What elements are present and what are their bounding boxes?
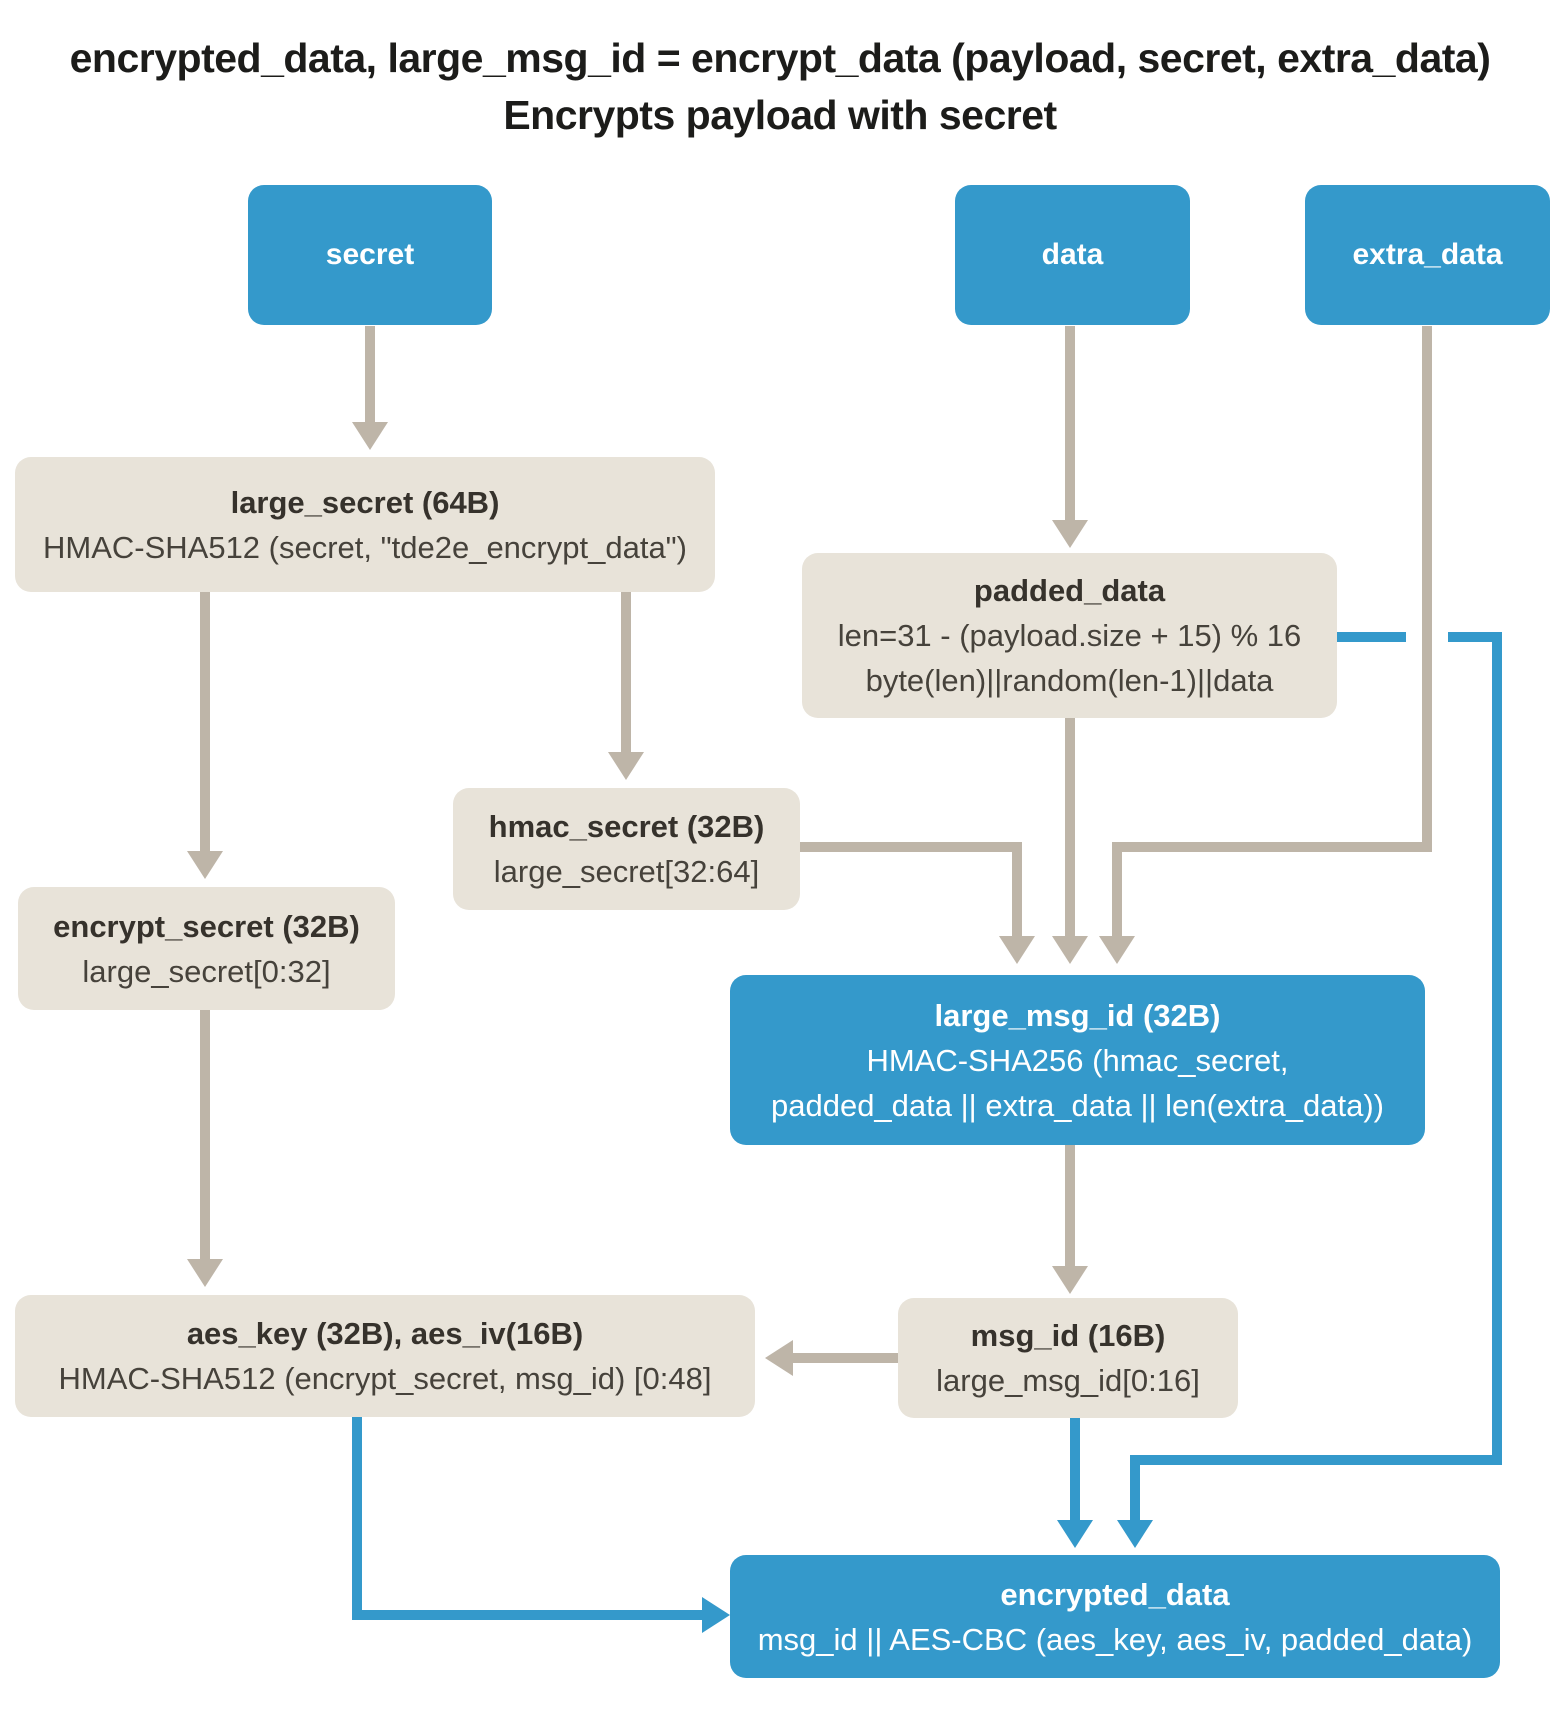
node-encrypted-data-title: encrypted_data [1000, 1576, 1230, 1612]
connector-msg-id-to-encrypted-data-head [1057, 1520, 1093, 1548]
arrow-msg-id-to-aes-key-head [765, 1340, 793, 1376]
arrow-large-secret-to-encrypt-secret-line [200, 592, 210, 853]
node-large-secret: large_secret (64B) HMAC-SHA512 (secret, … [15, 457, 715, 592]
arrow-msg-id-to-aes-key-line [791, 1353, 898, 1363]
node-msg-id-title: msg_id (16B) [970, 1318, 1166, 1353]
arrow-extra-data-head [1099, 936, 1135, 964]
node-extra-data-label: extra_data [1352, 238, 1503, 271]
node-large-msg-id-title: large_msg_id (32B) [934, 997, 1221, 1033]
connector-padded-data-head [1117, 1520, 1153, 1548]
arrow-padded-data-to-large-msg-id-line [1065, 718, 1075, 938]
connector-aes-key-down [352, 1417, 362, 1620]
node-large-secret-title: large_secret (64B) [230, 484, 500, 520]
node-hmac-secret-body: large_secret[32:64] [493, 854, 760, 889]
arrow-hmac-secret-horizontal [800, 842, 1022, 852]
connector-aes-key-horizontal [352, 1610, 704, 1620]
title-line-1: encrypted_data, large_msg_id = encrypt_d… [69, 35, 1491, 81]
node-msg-id: msg_id (16B) large_msg_id[0:16] [898, 1298, 1238, 1418]
node-msg-id-body: large_msg_id[0:16] [936, 1363, 1200, 1398]
node-padded-data-body1: len=31 - (payload.size + 15) % 16 [837, 618, 1302, 653]
node-hmac-secret: hmac_secret (32B) large_secret[32:64] [453, 788, 800, 910]
arrow-extra-data-vertical [1422, 326, 1432, 852]
arrow-hmac-secret-drop [1012, 842, 1022, 938]
node-data-label: data [1041, 238, 1104, 271]
connector-padded-data-right-seg1 [1337, 632, 1406, 642]
arrow-hmac-secret-head [999, 936, 1035, 964]
node-padded-data-body2: byte(len)||random(len-1)||data [865, 663, 1274, 698]
arrow-data-to-padded-data-head [1052, 520, 1088, 548]
connector-padded-data-right-seg2 [1448, 632, 1502, 642]
node-large-msg-id-body1: HMAC-SHA256 (hmac_secret, [866, 1042, 1289, 1078]
node-aes-key-body: HMAC-SHA512 (encrypt_secret, msg_id) [0:… [58, 1361, 712, 1396]
node-encrypt-secret-body: large_secret[0:32] [82, 953, 331, 989]
connector-padded-data-bottom-horizontal [1130, 1455, 1502, 1465]
node-aes-key: aes_key (32B), aes_iv(16B) HMAC-SHA512 (… [15, 1295, 755, 1417]
node-extra-data: extra_data [1305, 185, 1550, 325]
node-encrypt-secret-title: encrypt_secret (32B) [53, 908, 360, 944]
arrow-encrypt-secret-to-aes-key-head [187, 1259, 223, 1287]
node-encrypted-data-body: msg_id || AES-CBC (aes_key, aes_iv, padd… [757, 1621, 1473, 1657]
arrow-large-msg-id-to-msg-id-head [1052, 1266, 1088, 1294]
node-secret: secret [248, 185, 492, 325]
arrow-padded-data-to-large-msg-id-head [1052, 936, 1088, 964]
node-large-secret-body: HMAC-SHA512 (secret, "tde2e_encrypt_data… [42, 529, 688, 565]
node-large-msg-id: large_msg_id (32B) HMAC-SHA256 (hmac_sec… [730, 975, 1425, 1145]
page-title: encrypted_data, large_msg_id = encrypt_d… [0, 30, 1560, 144]
node-hmac-secret-title: hmac_secret (32B) [488, 809, 765, 844]
node-encrypted-data: encrypted_data msg_id || AES-CBC (aes_ke… [730, 1555, 1500, 1678]
arrow-extra-data-drop [1112, 842, 1122, 938]
connector-msg-id-to-encrypted-data-line [1070, 1418, 1080, 1522]
node-padded-data: padded_data len=31 - (payload.size + 15)… [802, 553, 1337, 718]
node-large-msg-id-body2: padded_data || extra_data || len(extra_d… [770, 1087, 1384, 1123]
connector-padded-data-drop [1130, 1455, 1140, 1522]
arrow-encrypt-secret-to-aes-key-line [200, 1010, 210, 1261]
connector-padded-data-down [1492, 632, 1502, 1465]
arrow-secret-to-large-secret-head [352, 422, 388, 450]
node-secret-label: secret [325, 238, 415, 271]
arrow-large-secret-to-hmac-secret-line [621, 592, 631, 754]
arrow-large-secret-to-hmac-secret-head [608, 752, 644, 780]
arrow-large-msg-id-to-msg-id-line [1065, 1145, 1075, 1268]
arrow-data-to-padded-data-line [1065, 326, 1075, 522]
arrow-extra-data-horizontal [1112, 842, 1432, 852]
node-padded-data-title: padded_data [973, 573, 1166, 608]
node-encrypt-secret: encrypt_secret (32B) large_secret[0:32] [18, 887, 395, 1010]
arrow-large-secret-to-encrypt-secret-head [187, 851, 223, 879]
title-line-2: Encrypts payload with secret [503, 92, 1057, 138]
connector-aes-key-head [702, 1597, 730, 1633]
node-aes-key-title: aes_key (32B), aes_iv(16B) [186, 1316, 584, 1351]
arrow-secret-to-large-secret-line [365, 326, 375, 424]
node-data: data [955, 185, 1190, 325]
